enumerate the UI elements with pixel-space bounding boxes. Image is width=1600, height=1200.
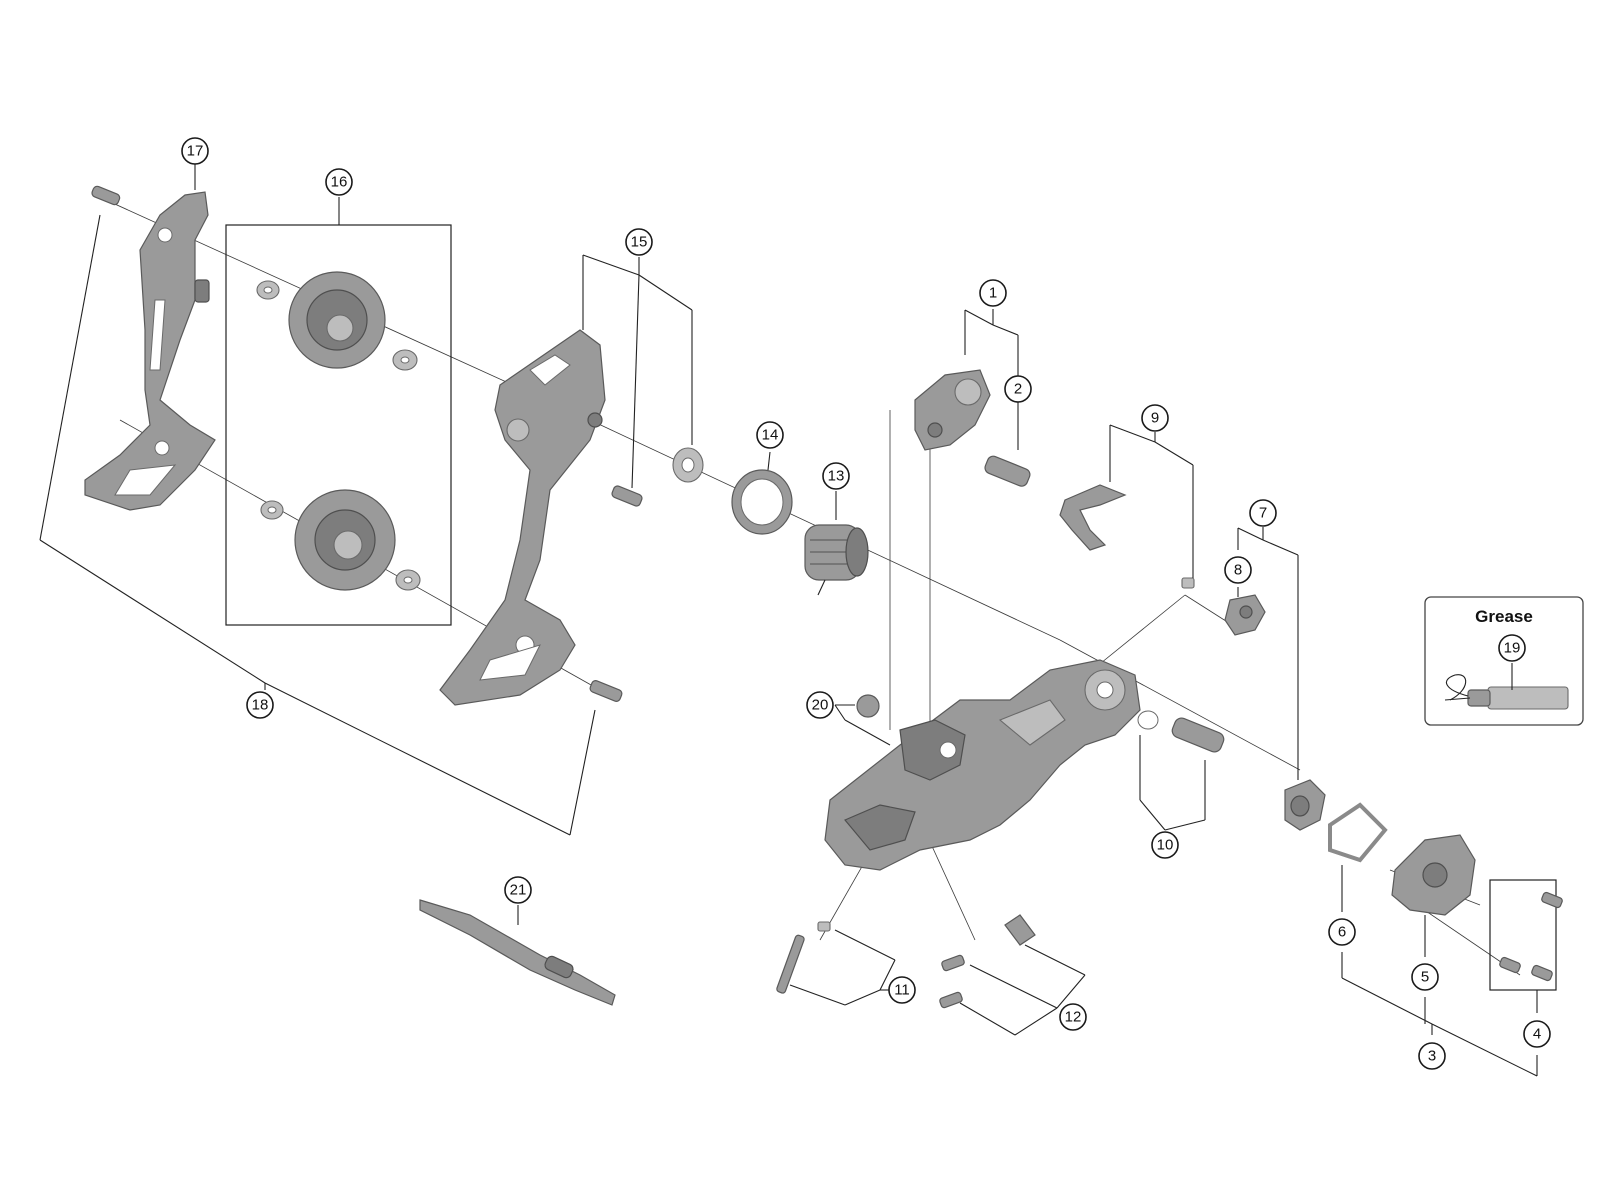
pivot-axle — [1171, 717, 1225, 753]
cover-screw-3 — [1531, 964, 1553, 982]
b-axle-bolt — [984, 455, 1031, 487]
gasket — [1328, 802, 1388, 863]
callout-10: 10 — [1151, 831, 1179, 859]
cage-lock-tool — [419, 899, 616, 1006]
b-axle-unit — [914, 369, 991, 451]
adjusting-nut — [856, 694, 880, 718]
callout-11: 11 — [888, 976, 916, 1004]
svg-text:1: 1 — [989, 285, 997, 302]
callout-1: 1 — [979, 279, 1007, 307]
svg-text:19: 19 — [1504, 640, 1521, 657]
cage-washer — [672, 447, 704, 483]
svg-text:18: 18 — [252, 697, 269, 714]
outer-cage-plate — [84, 191, 216, 511]
clutch-cover — [1391, 834, 1476, 916]
svg-text:7: 7 — [1259, 505, 1267, 522]
adjusting-screw-1 — [941, 954, 965, 972]
main-body — [824, 659, 1141, 871]
callout-9: 9 — [1141, 404, 1169, 432]
svg-text:14: 14 — [762, 427, 779, 444]
svg-text:21: 21 — [510, 882, 527, 899]
callout-19: 19 — [1498, 634, 1526, 662]
callout-18: 18 — [246, 691, 274, 719]
cage-pin — [611, 485, 643, 507]
callout-7: 7 — [1249, 499, 1277, 527]
callout-8: 8 — [1224, 556, 1252, 584]
callout-13: 13 — [822, 462, 850, 490]
callout-6: 6 — [1328, 918, 1356, 946]
lower-pulley — [260, 489, 421, 591]
callout-16: 16 — [325, 168, 353, 196]
pivot-pin — [776, 921, 831, 994]
svg-text:8: 8 — [1234, 562, 1242, 579]
clutch-lever — [1224, 594, 1266, 636]
svg-text:17: 17 — [187, 143, 204, 160]
svg-text:12: 12 — [1065, 1009, 1082, 1026]
svg-text:6: 6 — [1338, 924, 1346, 941]
o-ring — [1137, 710, 1159, 730]
small-spring-pin — [1181, 577, 1195, 589]
stopper-ring — [731, 469, 793, 535]
svg-text:9: 9 — [1151, 410, 1159, 427]
callout-20: 20 — [806, 691, 834, 719]
callout-21: 21 — [504, 876, 532, 904]
friction-unit — [1284, 779, 1326, 831]
cage-plate-bolt — [91, 185, 121, 206]
cover-screws-box — [1489, 879, 1557, 991]
svg-text:11: 11 — [894, 982, 910, 999]
cable-guide — [1059, 484, 1127, 551]
svg-text:13: 13 — [828, 468, 845, 485]
inner-cage-plate — [439, 329, 606, 706]
tension-spring — [804, 524, 869, 596]
grease-tube — [1444, 674, 1569, 710]
callout-5: 5 — [1411, 963, 1439, 991]
cover-screw-1 — [1541, 891, 1563, 909]
svg-text:5: 5 — [1421, 969, 1429, 986]
grease-label: Grease — [1475, 607, 1533, 626]
callout-2: 2 — [1004, 375, 1032, 403]
leader-lines — [39, 162, 1538, 1077]
callout-3: 3 — [1418, 1042, 1446, 1070]
upper-pulley — [256, 271, 418, 371]
adjusting-screw-plate — [1004, 914, 1036, 946]
cover-screw-2 — [1499, 956, 1521, 974]
svg-text:4: 4 — [1533, 1026, 1541, 1043]
callout-17: 17 — [181, 137, 209, 165]
lower-cage-bolt — [589, 680, 623, 702]
callout-15: 15 — [625, 228, 653, 256]
adjusting-screw-2 — [939, 991, 963, 1009]
svg-text:2: 2 — [1014, 381, 1022, 398]
callout-12: 12 — [1059, 1003, 1087, 1031]
svg-text:10: 10 — [1157, 837, 1174, 854]
callout-4: 4 — [1523, 1020, 1551, 1048]
svg-text:15: 15 — [631, 234, 648, 251]
svg-text:16: 16 — [331, 174, 348, 191]
svg-text:3: 3 — [1428, 1048, 1436, 1065]
callout-14: 14 — [756, 421, 784, 449]
svg-text:20: 20 — [812, 697, 829, 714]
